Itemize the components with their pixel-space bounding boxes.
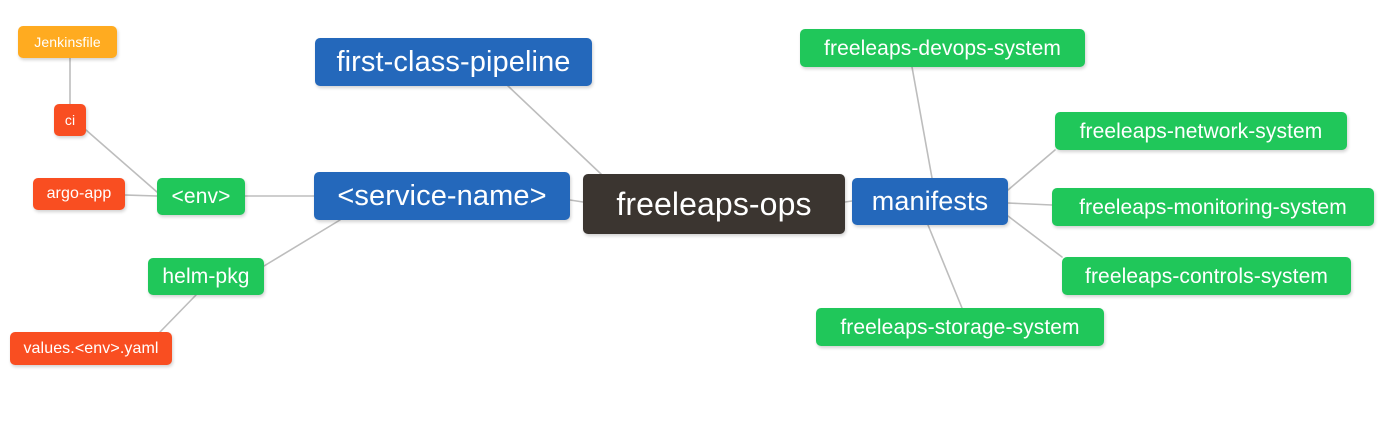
- node-label-service-name: <service-name>: [337, 179, 547, 212]
- node-label-manifests: manifests: [871, 186, 989, 216]
- node-label-ci: ci: [64, 112, 76, 128]
- edge-manifests-to-network-system: [1007, 149, 1056, 191]
- edge-values-yaml-to-helm-pkg: [159, 294, 197, 333]
- node-values-yaml[interactable]: values.<env>.yaml: [10, 332, 172, 365]
- node-service-name[interactable]: <service-name>: [314, 172, 570, 220]
- node-label-monitoring-system: freeleaps-monitoring-system: [1079, 195, 1347, 219]
- node-controls-system[interactable]: freeleaps-controls-system: [1062, 257, 1351, 295]
- node-label-helm-pkg: helm-pkg: [162, 265, 250, 288]
- node-first-class-pipeline[interactable]: first-class-pipeline: [315, 38, 592, 86]
- node-monitoring-system[interactable]: freeleaps-monitoring-system: [1052, 188, 1374, 226]
- edge-manifests-to-storage-system: [927, 224, 963, 309]
- node-env[interactable]: <env>: [157, 178, 245, 215]
- edge-manifests-to-monitoring-system: [1007, 202, 1053, 206]
- edge-argo-app-to-env: [124, 194, 158, 197]
- node-helm-pkg[interactable]: helm-pkg: [148, 258, 264, 295]
- node-label-network-system: freeleaps-network-system: [1079, 119, 1323, 143]
- edge-first-class-pipeline-to-freeleaps-ops: [507, 85, 602, 175]
- node-storage-system[interactable]: freeleaps-storage-system: [816, 308, 1104, 346]
- node-network-system[interactable]: freeleaps-network-system: [1055, 112, 1347, 150]
- node-freeleaps-ops[interactable]: freeleaps-ops: [583, 174, 845, 234]
- edge-helm-pkg-to-service-name: [263, 219, 341, 267]
- node-ci[interactable]: ci: [54, 104, 86, 136]
- edge-freeleaps-ops-to-manifests: [844, 200, 853, 203]
- node-label-env: <env>: [171, 185, 231, 208]
- node-devops-system[interactable]: freeleaps-devops-system: [800, 29, 1085, 67]
- node-label-jenkinsfile: Jenkinsfile: [34, 34, 101, 50]
- node-manifests[interactable]: manifests: [852, 178, 1008, 225]
- node-label-values-yaml: values.<env>.yaml: [23, 339, 159, 357]
- node-argo-app[interactable]: argo-app: [33, 178, 125, 210]
- node-label-storage-system: freeleaps-storage-system: [840, 315, 1080, 339]
- node-label-first-class-pipeline: first-class-pipeline: [336, 45, 571, 78]
- node-label-controls-system: freeleaps-controls-system: [1085, 264, 1328, 288]
- node-jenkinsfile[interactable]: Jenkinsfile: [18, 26, 117, 58]
- edge-service-name-to-freeleaps-ops: [569, 199, 584, 203]
- node-label-devops-system: freeleaps-devops-system: [824, 36, 1061, 60]
- node-label-argo-app: argo-app: [46, 185, 112, 202]
- edge-manifests-to-devops-system: [911, 66, 933, 179]
- node-label-freeleaps-ops: freeleaps-ops: [616, 186, 812, 222]
